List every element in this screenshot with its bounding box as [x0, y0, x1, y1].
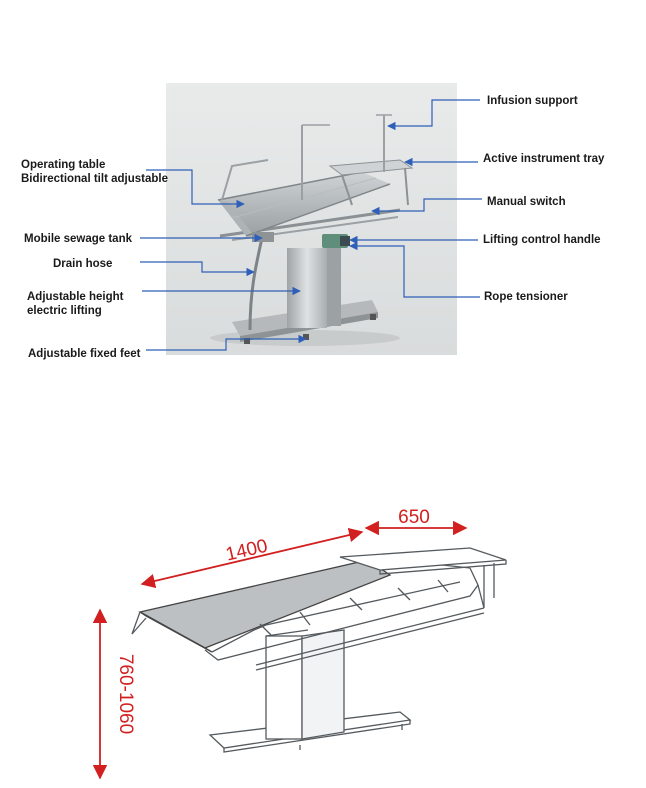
label-infusion-support: Infusion support [487, 95, 578, 107]
label-adjustable-height: Adjustable height electric lifting [27, 290, 123, 318]
leader-drain-hose [140, 261, 255, 277]
product-photo [166, 83, 457, 355]
leader-operating-table [146, 169, 245, 209]
dim-length-label: 1400 [224, 536, 270, 566]
label-operating-table: Operating table Bidirectional tilt adjus… [21, 158, 168, 186]
dim-arrow-length [140, 527, 364, 589]
leader-lines [140, 99, 482, 351]
label-lifting-control-handle: Lifting control handle [483, 234, 601, 246]
leader-manual-switch [371, 198, 482, 216]
label-mobile-sewage-tank: Mobile sewage tank [24, 233, 133, 245]
dimension-arrows [92, 520, 468, 780]
label-drain-hose: Drain hose [53, 258, 113, 270]
label-manual-switch: Manual switch [487, 196, 566, 208]
leader-infusion-support [387, 99, 480, 131]
label-operating-table-line1: Operating table [21, 159, 106, 171]
label-adjustable-fixed-feet: Adjustable fixed feet [28, 348, 141, 360]
line-drawing [131, 547, 507, 753]
dim-width-label: 650 [398, 507, 430, 528]
label-rope-tensioner: Rope tensioner [484, 291, 568, 303]
leader-rope-tensioner [349, 241, 480, 298]
label-operating-table-line2: Bidirectional tilt adjustable [21, 173, 168, 185]
label-active-instrument-tray: Active instrument tray [483, 153, 605, 165]
label-adjustable-height-line1: Adjustable height [27, 291, 124, 303]
dim-height-label: 760-1060 [115, 654, 136, 734]
leader-adjustable-fixed-feet [146, 334, 307, 351]
label-adjustable-height-line2: electric lifting [27, 305, 102, 317]
